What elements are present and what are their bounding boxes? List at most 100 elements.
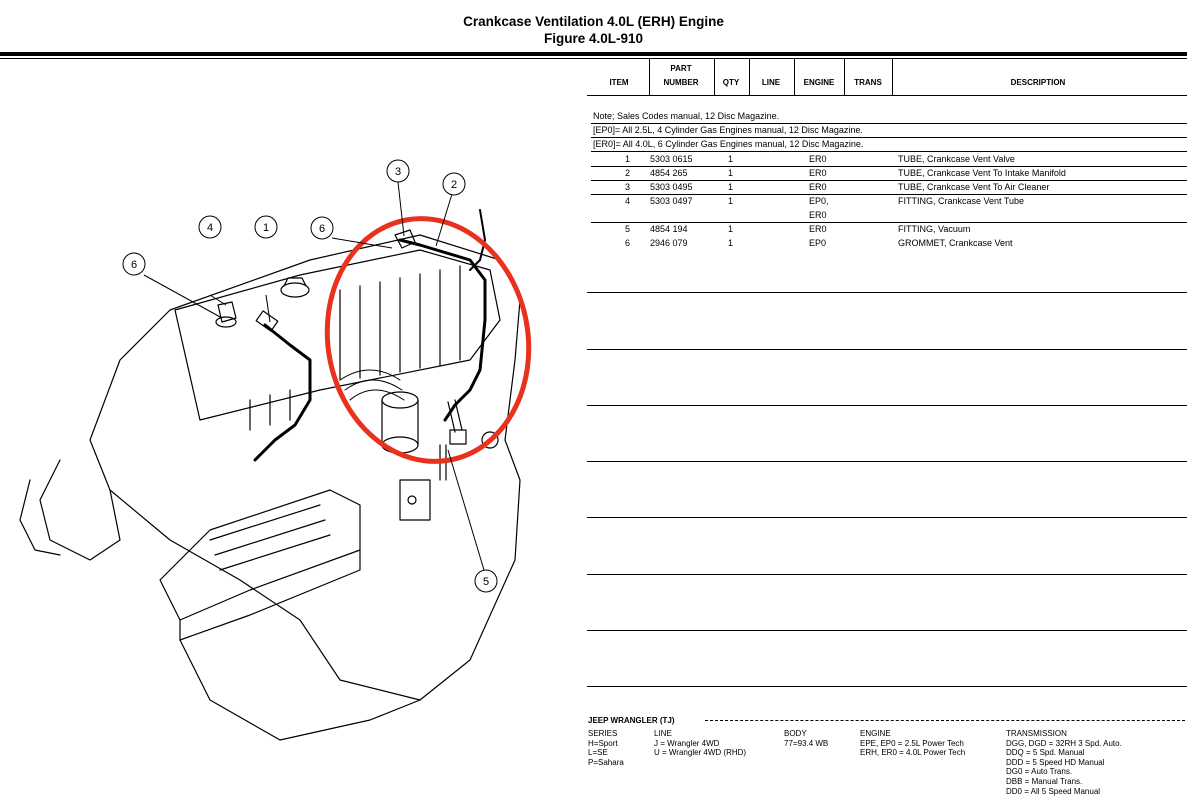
empty-row-divider [587, 405, 1187, 406]
legend-line-item: U = Wrangler 4WD (RHD) [654, 748, 747, 758]
empty-row-divider [587, 630, 1187, 631]
cell-engine: ER0 [809, 210, 827, 220]
callout-6-right: 6 [319, 223, 325, 235]
col-divider [749, 59, 750, 95]
col-trans-header: TRANS [854, 78, 882, 87]
engine-diagram: 4 1 6 6 3 2 5 [19, 159, 532, 741]
header-divider [587, 95, 1187, 96]
legend-engine-item: ERH, ER0 = 4.0L Power Tech [860, 748, 966, 758]
legend-line-item: J = Wrangler 4WD [654, 738, 720, 748]
legend-body: BODY 77=93.4 WB [784, 729, 828, 748]
legend-body-item: 77=93.4 WB [784, 738, 829, 748]
cell-engine: ER0 [809, 224, 827, 234]
table-row: 2 4854 265 1 ER0 TUBE, Crankcase Vent To… [587, 168, 1187, 182]
vehicle-legend: JEEP WRANGLER (TJ) SERIES H=Sport L=SE P… [588, 716, 1187, 802]
col-qty-header: QTY [722, 78, 740, 87]
parts-table: ITEM PART NUMBER QTY LINE ENGINE TRANS D… [587, 59, 1187, 689]
row-divider [591, 180, 1187, 181]
cell-qty: 1 [728, 196, 734, 206]
cell-item: 3 [625, 182, 631, 192]
legend-line: LINE J = Wrangler 4WD U = Wrangler 4WD (… [654, 729, 746, 758]
legend-transmission-item: DBB = Manual Trans. [1006, 776, 1083, 786]
cell-part-number: 2946 079 [650, 238, 688, 248]
col-engine-header: ENGINE [803, 78, 835, 87]
table-row: ER0 [587, 210, 1187, 224]
cell-item: 4 [625, 196, 631, 206]
cell-qty: 1 [728, 154, 734, 164]
legend-engine: ENGINE EPE, EP0 = 2.5L Power Tech ERH, E… [860, 729, 965, 758]
legend-series: SERIES H=Sport L=SE P=Sahara [588, 729, 624, 767]
empty-row-divider [587, 686, 1187, 687]
cell-description: TUBE, Crankcase Vent To Intake Manifold [898, 168, 1066, 178]
row-divider [591, 151, 1187, 152]
table-row: 5 4854 194 1 ER0 FITTING, Vacuum [587, 224, 1187, 238]
row-divider [591, 137, 1187, 138]
legend-transmission: TRANSMISSION DGG, DGD = 32RH 3 Spd. Auto… [1006, 729, 1122, 796]
cell-description: FITTING, Crankcase Vent Tube [898, 196, 1025, 206]
callout-3: 3 [395, 166, 401, 178]
legend-engine-item: EPE, EP0 = 2.5L Power Tech [860, 738, 964, 748]
cell-description: TUBE, Crankcase Vent Valve [898, 154, 1015, 164]
legend-transmission-item: DDD = 5 Speed HD Manual [1006, 757, 1105, 767]
table-note: [EP0]= All 2.5L, 4 Cylinder Gas Engines … [593, 125, 863, 135]
legend-transmission-item: DG0 = Auto Trans. [1006, 767, 1073, 777]
col-description-header: DESCRIPTION [1010, 78, 1066, 87]
col-divider [794, 59, 795, 95]
col-divider [892, 59, 893, 95]
cell-part-number: 4854 194 [650, 224, 688, 234]
cell-item: 1 [625, 154, 631, 164]
legend-dashed-rule [705, 720, 1185, 721]
col-line-header: LINE [761, 78, 781, 87]
page-title: Crankcase Ventilation 4.0L (ERH) Engine [463, 14, 724, 29]
table-row: 4 5303 0497 1 EP0, FITTING, Crankcase Ve… [587, 196, 1187, 210]
legend-engine-title: ENGINE [860, 729, 891, 738]
legend-series-item: P=Sahara [588, 757, 624, 767]
legend-transmission-item: DDQ = 5 Spd. Manual [1006, 748, 1085, 758]
cell-engine: ER0 [809, 154, 827, 164]
table-row: 1 5303 0615 1 ER0 TUBE, Crankcase Vent V… [587, 154, 1187, 168]
cell-description: FITTING, Vacuum [898, 224, 971, 234]
cell-qty: 1 [728, 238, 734, 248]
callout-4: 4 [207, 222, 213, 234]
legend-line-title: LINE [654, 729, 672, 738]
cell-qty: 1 [728, 182, 734, 192]
col-divider [844, 59, 845, 95]
legend-body-title: BODY [784, 729, 807, 738]
col-part-header-line1: PART [670, 64, 692, 73]
empty-row-divider [587, 461, 1187, 462]
cell-description: TUBE, Crankcase Vent To Air Cleaner [898, 182, 1050, 192]
legend-series-title: SERIES [588, 729, 618, 738]
callout-5: 5 [483, 576, 489, 588]
row-divider [591, 222, 1187, 223]
row-divider [591, 194, 1187, 195]
callout-2: 2 [451, 179, 457, 191]
cell-qty: 1 [728, 224, 734, 234]
header-rule [0, 52, 1187, 56]
col-item-header: ITEM [609, 78, 629, 87]
table-note: [ER0]= All 4.0L, 6 Cylinder Gas Engines … [593, 139, 864, 149]
col-part-header-line2: NUMBER [663, 78, 699, 87]
cell-part-number: 5303 0615 [650, 154, 693, 164]
empty-row-divider [587, 292, 1187, 293]
empty-row-divider [587, 349, 1187, 350]
row-divider [591, 166, 1187, 167]
page-header: Crankcase Ventilation 4.0L (ERH) Engine … [0, 0, 1187, 50]
cell-item: 6 [625, 238, 631, 248]
cell-engine: ER0 [809, 168, 827, 178]
legend-series-item: L=SE [588, 748, 608, 758]
cell-qty: 1 [728, 168, 734, 178]
table-row: 3 5303 0495 1 ER0 TUBE, Crankcase Vent T… [587, 182, 1187, 196]
cell-part-number: 5303 0495 [650, 182, 693, 192]
row-divider [591, 123, 1187, 124]
table-note: Note; Sales Codes manual, 12 Disc Magazi… [593, 111, 780, 121]
callout-1: 1 [263, 222, 269, 234]
col-divider [649, 59, 650, 95]
cell-item: 5 [625, 224, 631, 234]
cell-item: 2 [625, 168, 631, 178]
cell-engine: EP0 [809, 238, 827, 248]
cell-description: GROMMET, Crankcase Vent [898, 238, 1013, 248]
col-divider [714, 59, 715, 95]
empty-row-divider [587, 517, 1187, 518]
figure-number: Figure 4.0L-910 [543, 31, 644, 46]
table-row: 6 2946 079 1 EP0 GROMMET, Crankcase Vent [587, 238, 1187, 252]
